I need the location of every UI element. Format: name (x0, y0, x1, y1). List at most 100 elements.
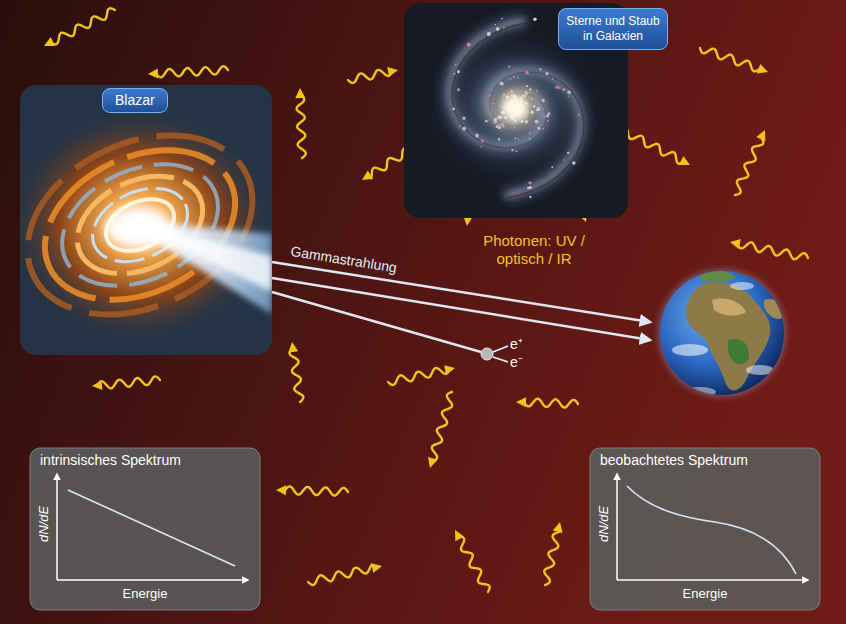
photon-wave (289, 350, 304, 403)
panel-title: intrinsisches Spektrum (40, 452, 181, 469)
photon-wave (284, 486, 348, 496)
photon-wave (540, 521, 565, 586)
beam-label: Gammastrahlung (292, 243, 399, 259)
photon-wave (698, 43, 769, 76)
photon-wave (739, 240, 809, 262)
gamma-ray (272, 262, 650, 322)
photon-wave (287, 341, 305, 402)
spectrum-plot (56, 474, 58, 580)
photon-wave (387, 363, 456, 387)
photon-wave (541, 530, 562, 586)
pair-production (493, 357, 508, 362)
photon-wave (100, 376, 160, 389)
gamma-ray (272, 292, 481, 352)
photon-wave (347, 68, 390, 84)
galaxy-image (533, 17, 537, 21)
earth-globe (660, 271, 784, 395)
blazar-image (20, 101, 272, 349)
photon-wave (295, 88, 307, 158)
earth-globe (672, 271, 782, 397)
photon-arrowhead (276, 485, 286, 495)
earth-globe (730, 282, 754, 290)
photon-arrowhead (371, 561, 383, 573)
photon-arrowhead (451, 528, 465, 542)
galaxy-image (501, 18, 503, 20)
photon-wave (524, 398, 578, 408)
photon-wave (699, 44, 762, 73)
photon-wave (51, 6, 117, 45)
galaxy-panel: Sterne und Staub in Galaxien (404, 3, 628, 218)
earth-globe (746, 365, 774, 375)
particle-label: e⁻ (510, 354, 523, 370)
blazar-image (20, 85, 272, 355)
photon-wave (425, 391, 457, 470)
photon-wave (387, 366, 447, 386)
spectrum-plot (627, 486, 796, 574)
earth-globe (712, 299, 746, 316)
photon-arrowhead (679, 156, 692, 169)
earth-globe (700, 271, 736, 283)
blazar-image (21, 121, 260, 329)
earth-globe (658, 269, 786, 397)
photon-wave (451, 528, 493, 595)
axis-label: Energie (590, 586, 820, 602)
pair-production (493, 346, 508, 352)
spectrum-plot (616, 474, 618, 580)
photon-wave (307, 564, 373, 586)
photon-wave (347, 65, 399, 85)
blazar-label: Blazar (102, 88, 168, 113)
spectrum-plot (590, 448, 820, 610)
gamma-ray (272, 262, 650, 352)
photon-wave (729, 237, 809, 263)
photon-arrowhead (287, 341, 298, 352)
photon-arrowhead (756, 128, 769, 141)
spectrum-plot (30, 448, 260, 610)
spectrum-panel: beobachtetes SpektrumdN/dEEnergie (590, 448, 820, 610)
pair-production (481, 346, 508, 362)
photon-arrowhead (42, 37, 55, 50)
axis-label: Energie (30, 586, 260, 602)
photon-wave (92, 375, 161, 391)
photon-arrowhead (757, 64, 770, 77)
particle-label: e⁺ (510, 336, 523, 352)
blazar-image (42, 140, 237, 309)
photon-arrowhead (444, 363, 456, 375)
blazar-image (62, 157, 219, 293)
spectrum-panel: intrinsisches SpektrumdN/dEEnergie (30, 448, 260, 610)
photon-wave (730, 128, 769, 197)
earth-globe (658, 269, 786, 397)
photon-arrowhead (148, 69, 158, 79)
blazar-image (98, 189, 183, 261)
photon-arrowhead (92, 380, 103, 391)
pair-production (481, 348, 493, 360)
blazar-image (20, 101, 272, 349)
photon-arrowhead (553, 521, 565, 533)
photon-wave (429, 391, 456, 460)
spectrum-plot (590, 448, 820, 610)
photon-arrowhead (516, 397, 526, 407)
earth-globe (728, 339, 749, 365)
galaxy-label: Sterne und Staub in Galaxien (558, 8, 668, 50)
earth-globe (764, 299, 782, 319)
photon-wave (307, 561, 383, 587)
blazar-image (81, 174, 200, 276)
photon-label: Photonen: UV / optisch / IR (478, 232, 590, 268)
spectrum-plot (68, 490, 235, 566)
earth-globe (672, 344, 708, 356)
photon-arrowhead (425, 457, 437, 469)
particle-label: e⁻ (510, 354, 523, 370)
spectrum-plot (617, 579, 808, 581)
particle-label: e⁺ (510, 336, 523, 352)
galaxy-image (529, 196, 531, 198)
blazar-image (104, 208, 172, 248)
photon-wave (516, 397, 578, 409)
photon-wave (276, 485, 348, 497)
photon-arrowhead (359, 170, 373, 184)
photon-wave (731, 137, 764, 197)
photon-wave (296, 96, 306, 158)
galaxy-image (503, 96, 527, 120)
photon-arrowhead (295, 88, 305, 98)
spectrum-plot (57, 579, 248, 581)
panel-title: beobachtetes Spektrum (600, 452, 748, 469)
spectrum-plot (30, 448, 260, 610)
